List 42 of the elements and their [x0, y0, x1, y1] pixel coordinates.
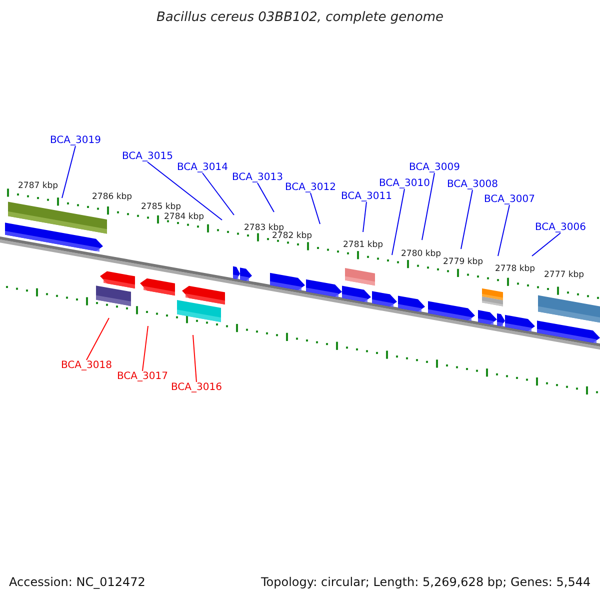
scale-label: 2778 kbp — [495, 264, 536, 274]
gene-label: BCA_3017 — [117, 371, 168, 382]
gene-label: BCA_3011 — [341, 191, 392, 202]
gene-label: BCA_3009 — [409, 162, 460, 173]
scale-label: 2782 kbp — [272, 231, 312, 241]
leader-line — [460, 190, 473, 250]
leader-line — [392, 188, 405, 256]
gene-label: BCA_3014 — [177, 162, 228, 173]
leader-line — [362, 202, 367, 232]
leader-line — [146, 162, 222, 220]
leader-line — [86, 318, 110, 360]
leader-line — [256, 182, 274, 212]
scale-label: 2785 kbp — [141, 202, 182, 212]
leader-line — [310, 192, 320, 224]
scale-label: 2787 kbp — [18, 181, 58, 191]
gene-label: BCA_3019 — [50, 135, 101, 146]
scale-label: 2781 kbp — [343, 240, 384, 250]
scale-label: 2783 kbp — [244, 223, 284, 233]
accession-text: Accession: NC_012472 — [9, 575, 146, 589]
gene-label: BCA_3016 — [171, 382, 222, 393]
gene-label: BCA_3018 — [61, 360, 112, 371]
leader-line — [498, 204, 510, 256]
leader-line — [62, 146, 76, 198]
gene-label: BCA_3012 — [285, 182, 336, 193]
gene-label: BCA_3006 — [535, 222, 586, 233]
scale-label: 2779 kbp — [443, 257, 484, 267]
leader-line — [532, 232, 561, 256]
scale-label: 2784 kbp — [164, 212, 204, 222]
scale-label: 2780 kbp — [401, 249, 442, 259]
scale-label: 2777 kbp — [544, 270, 584, 280]
gene-label: BCA_3010 — [379, 178, 430, 189]
leader-line — [202, 172, 234, 216]
leader-line — [142, 326, 148, 372]
leader-line — [192, 334, 197, 382]
leader-line — [422, 172, 435, 240]
diagram-title: Bacillus cereus 03BB102, complete genome — [155, 10, 445, 25]
scale-label: 2786 kbp — [92, 192, 132, 202]
gene-label: BCA_3015 — [122, 151, 173, 162]
gene-label: BCA_3007 — [484, 194, 535, 205]
genome-summary-text: Topology: circular; Length: 5,269,628 bp; Genes: 5,544 — [261, 575, 591, 589]
gene-label: BCA_3013 — [232, 172, 283, 183]
gene-label: BCA_3008 — [447, 179, 498, 190]
